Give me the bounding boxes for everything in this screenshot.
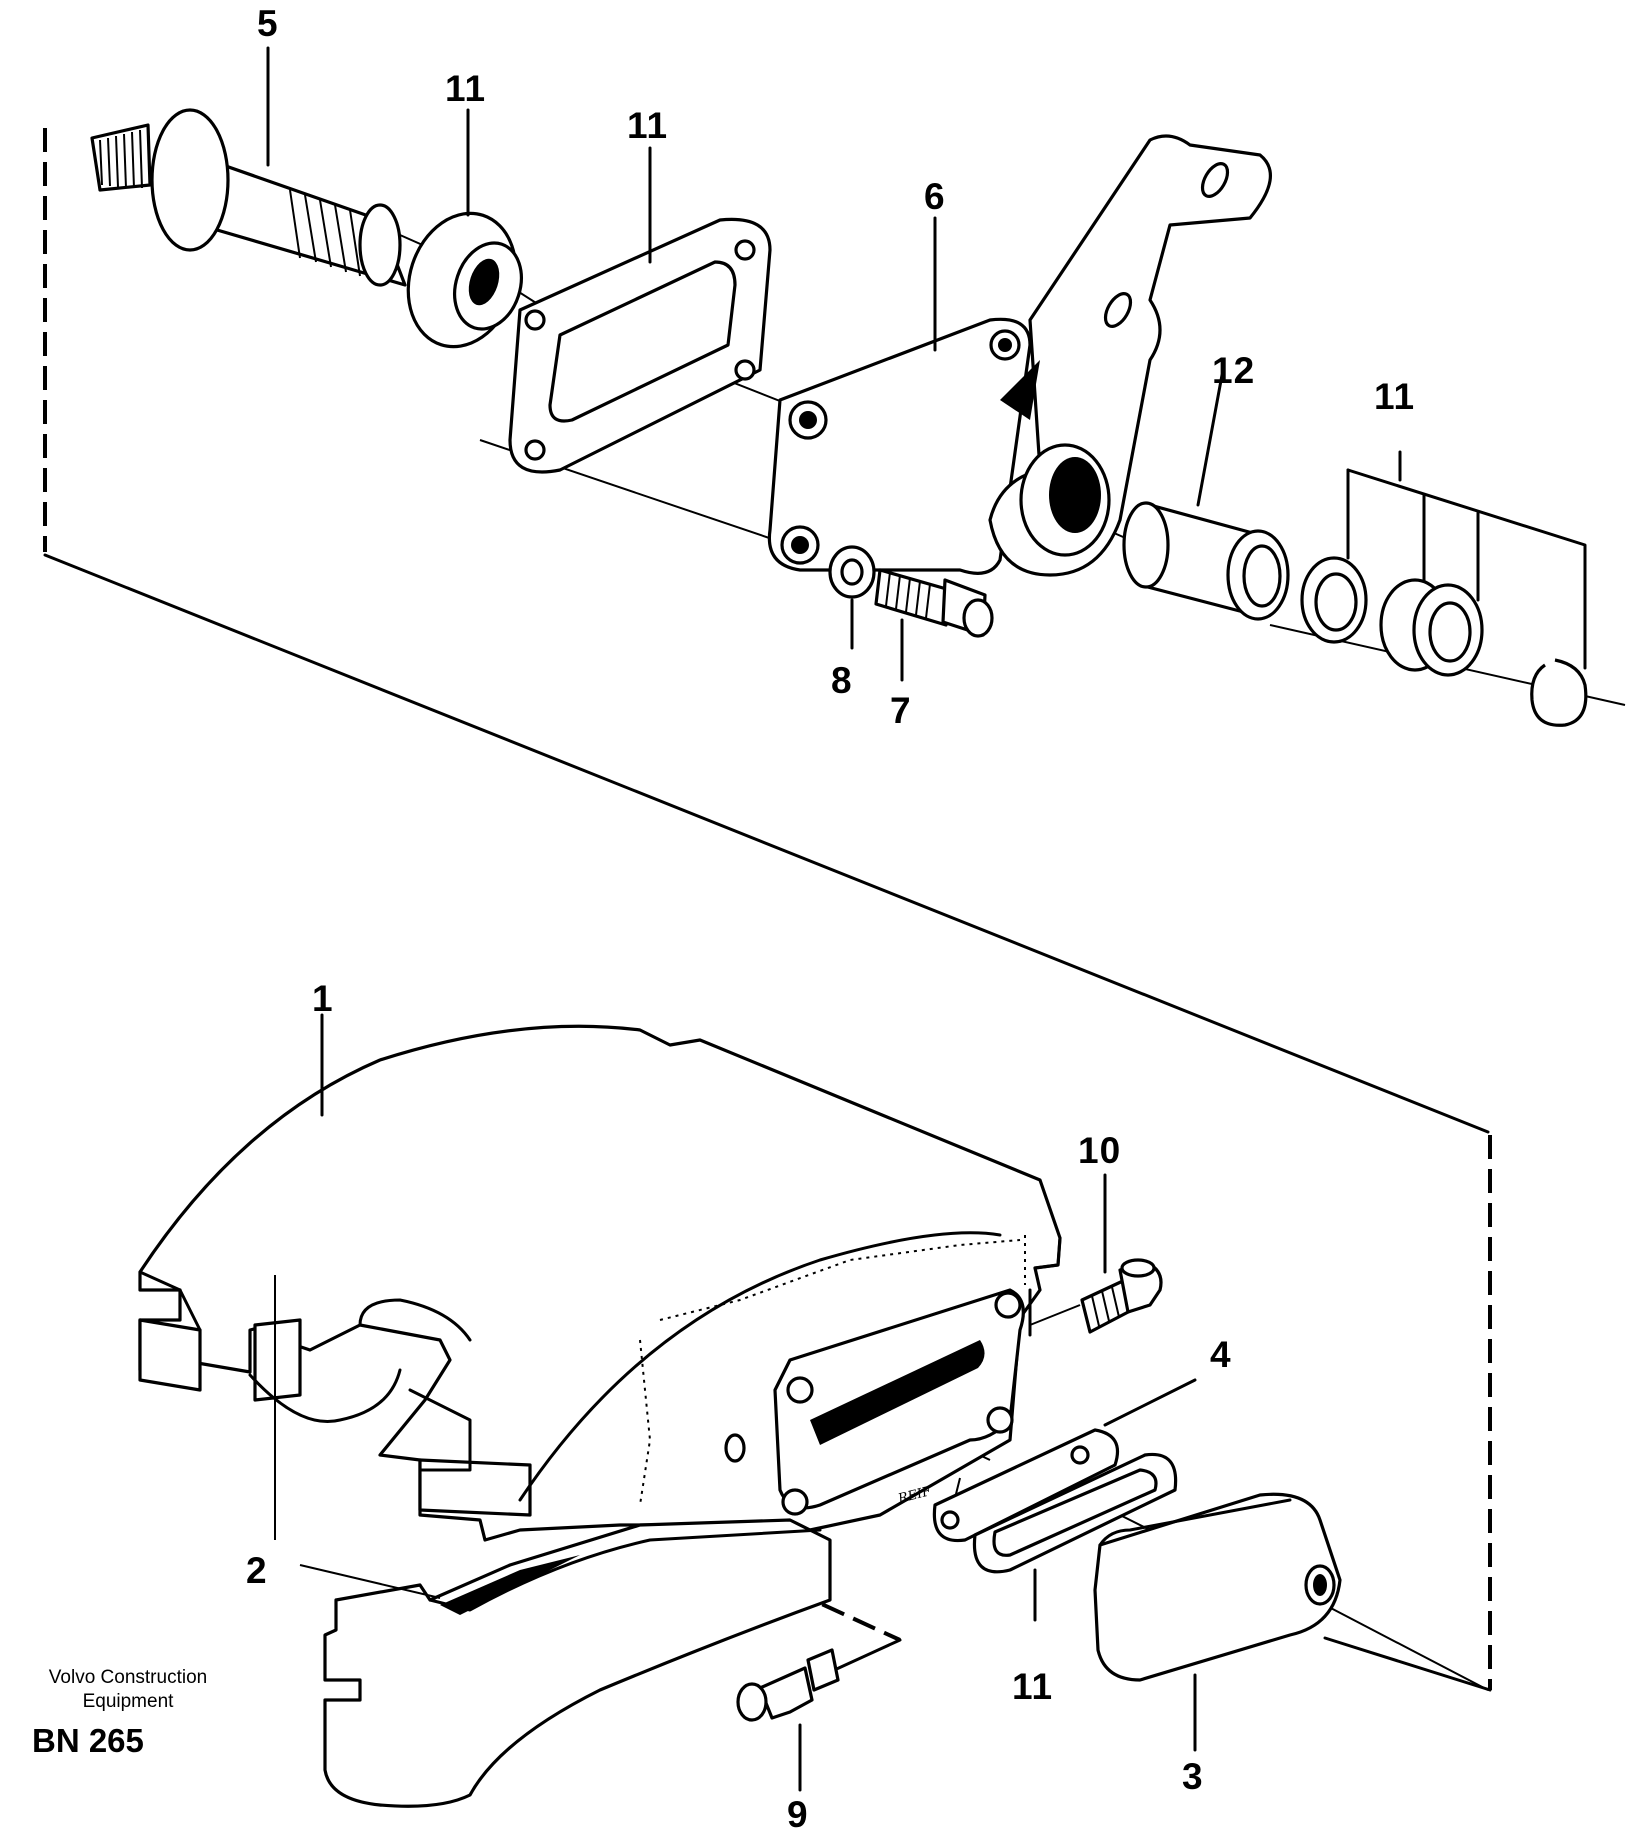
callout-10: 10	[1078, 1130, 1122, 1171]
document-id: BN 265	[32, 1722, 144, 1759]
part-11-bushing-upper	[406, 211, 523, 349]
part-8-washer	[828, 545, 876, 599]
manufacturer-line-2: Equipment	[82, 1691, 174, 1712]
callout-7: 7	[890, 690, 912, 731]
part-9-nipple	[736, 1648, 840, 1792]
callout-11-rings: 11	[1374, 376, 1416, 417]
part-7-bolt	[874, 568, 994, 638]
part-4-seal-plate	[932, 1378, 1197, 1543]
callout-5: 5	[257, 3, 279, 44]
part-6-lever-bracket	[767, 134, 1272, 577]
part-2-pad	[274, 1275, 832, 1808]
callout-2: 2	[246, 1550, 268, 1591]
callout-3: 3	[1182, 1756, 1204, 1797]
part-11-gasket-lower	[972, 1452, 1178, 1622]
part-5-shaft	[90, 108, 407, 287]
callout-6: 6	[924, 176, 946, 217]
part-10-screw	[1080, 1258, 1163, 1334]
manufacturer-label: Volvo Construction Equipment	[28, 1666, 228, 1714]
part-3-piston	[1093, 1492, 1342, 1752]
part-12-sleeve	[1122, 501, 1290, 621]
manufacturer-line-1: Volvo Construction	[48, 1667, 208, 1688]
callout-leaders	[266, 46, 1224, 1274]
part-1-housing	[138, 1024, 1062, 1542]
part-11-gasket-upper	[508, 217, 772, 474]
callout-9: 9	[787, 1794, 809, 1834]
callout-1: 1	[312, 978, 334, 1019]
callout-12: 12	[1212, 350, 1256, 391]
callout-8: 8	[831, 660, 853, 701]
callout-11-gasket-lower: 11	[1012, 1666, 1054, 1707]
callout-11-bushing: 11	[445, 68, 487, 109]
callout-4: 4	[1210, 1334, 1232, 1375]
callout-11-gasket: 11	[627, 105, 669, 146]
part-11-ring-set	[1300, 450, 1588, 727]
